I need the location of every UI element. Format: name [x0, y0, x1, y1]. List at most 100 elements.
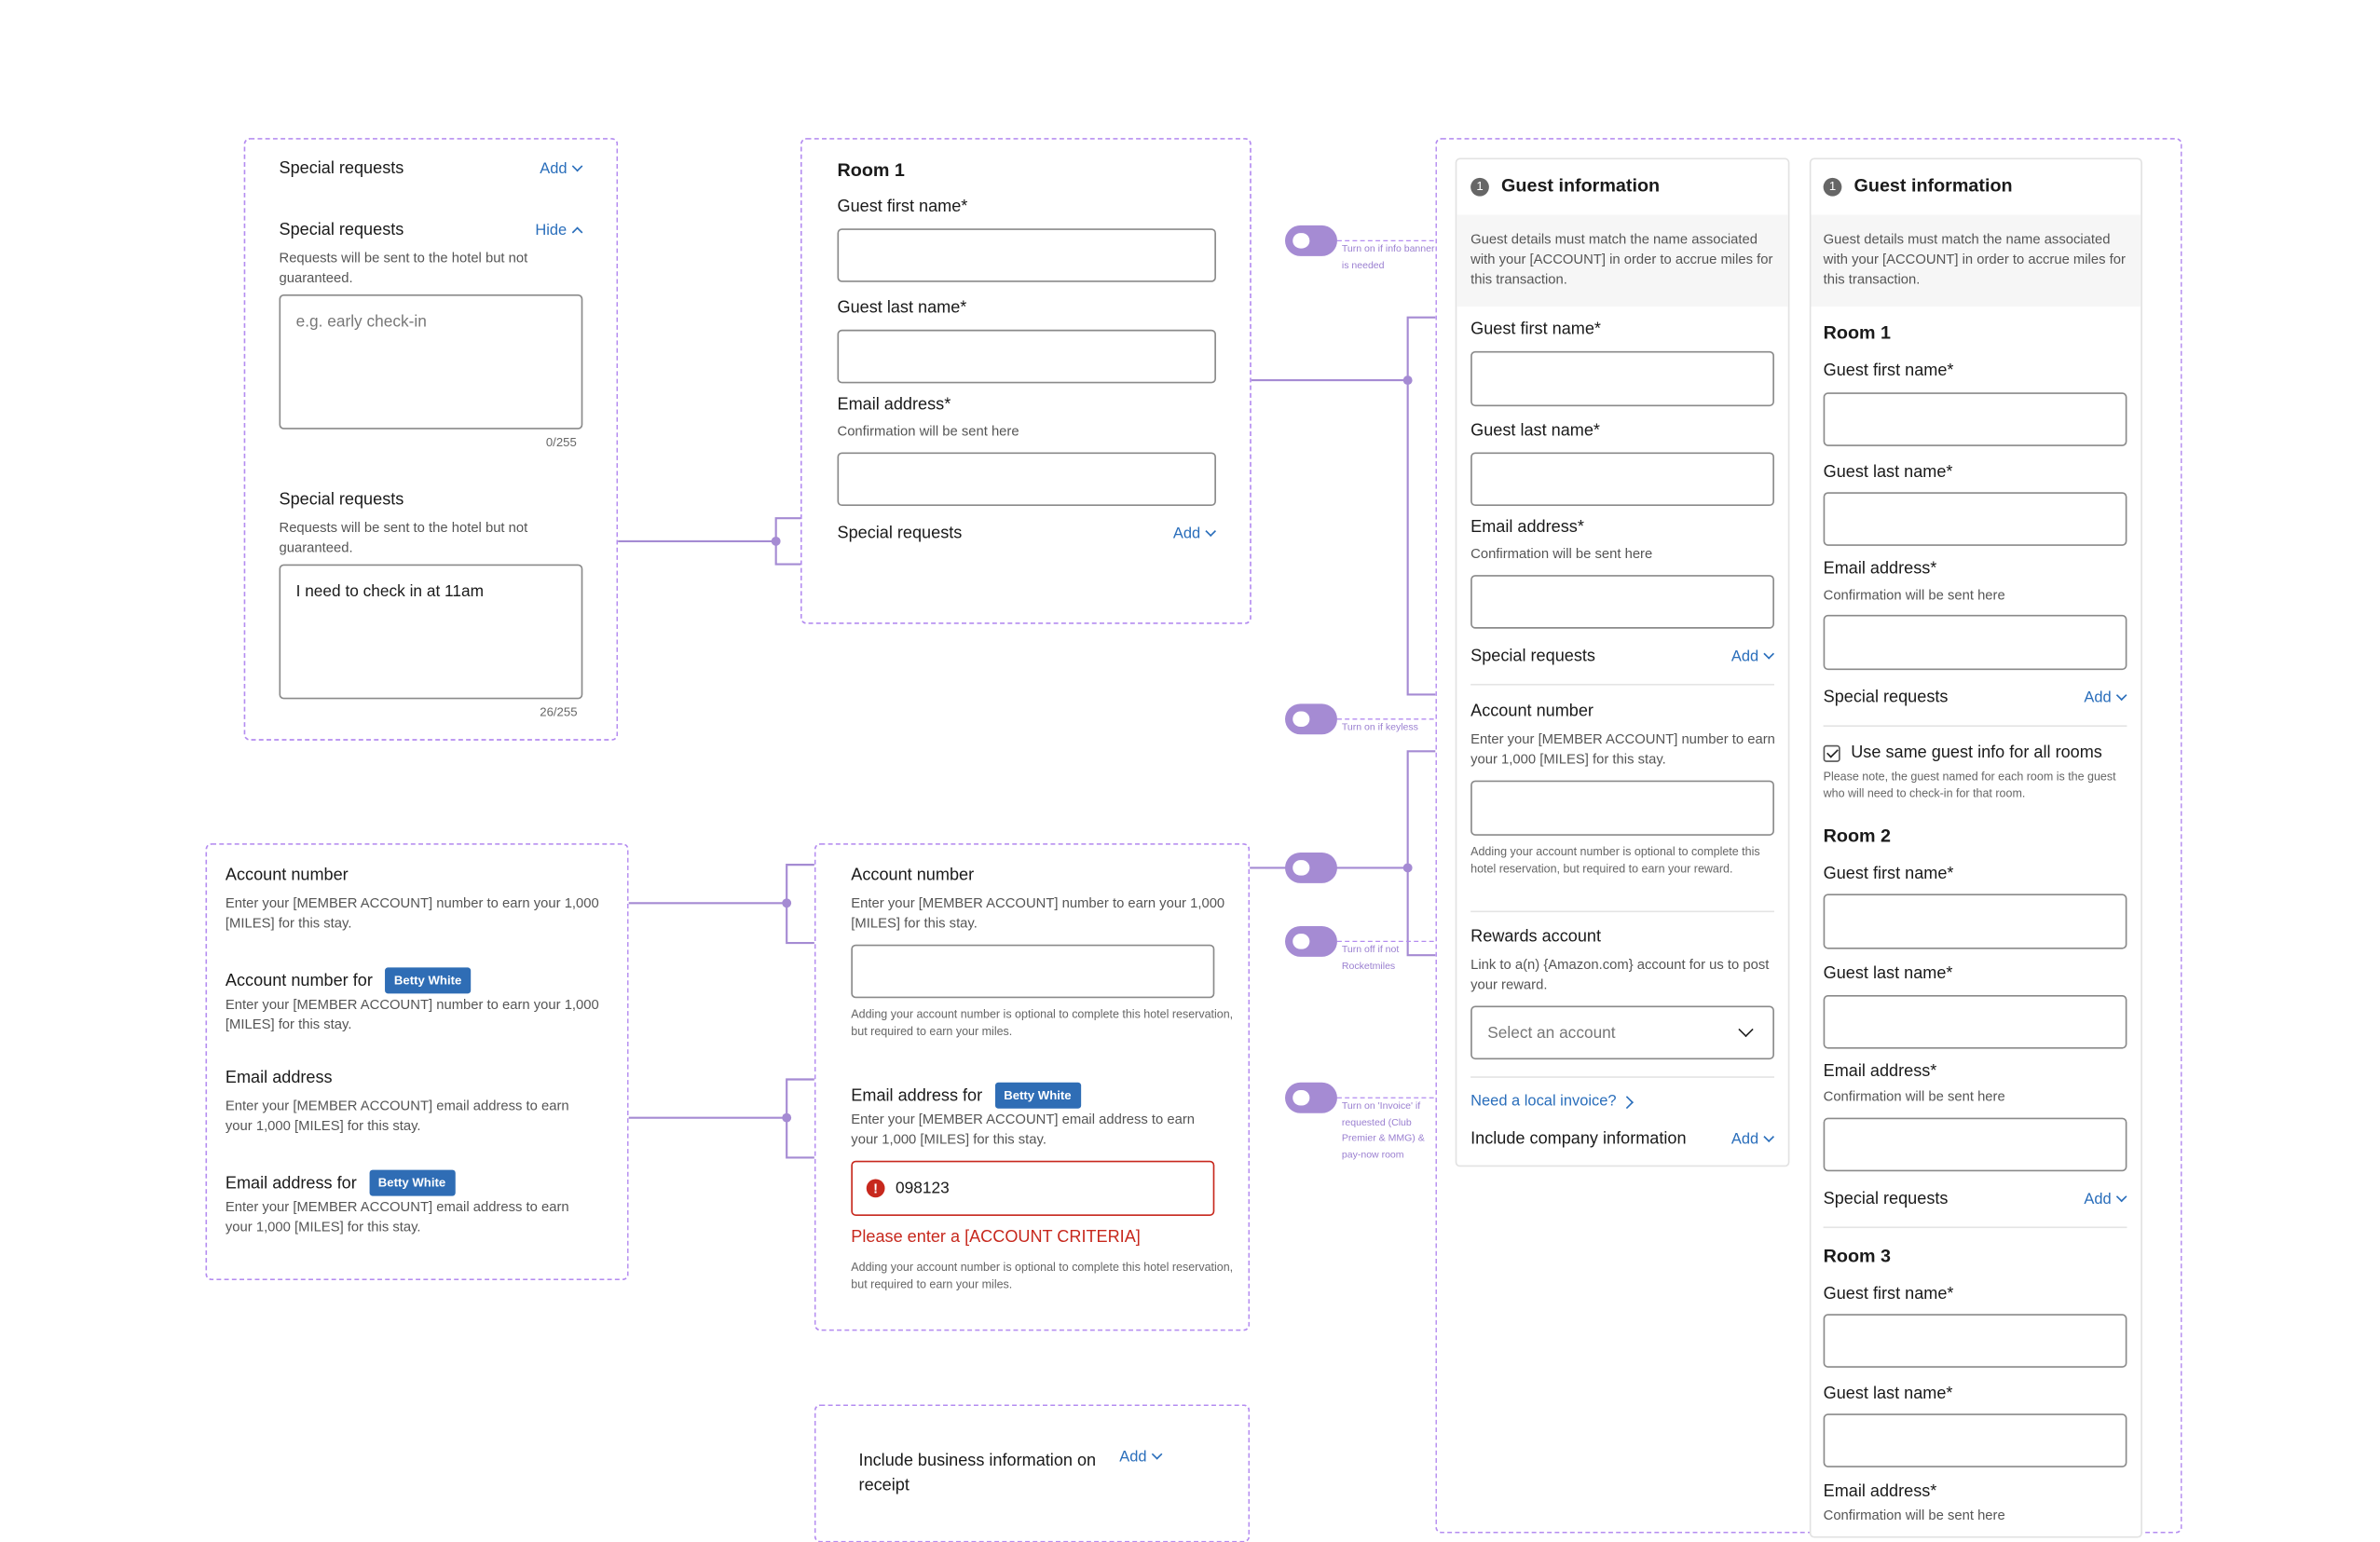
account-number-input[interactable]: [851, 944, 1215, 999]
email-label: Email address*: [1823, 1482, 1937, 1502]
email-address-label: Email address: [225, 1068, 333, 1087]
last-name-label: Guest last name*: [1823, 964, 1953, 983]
toggle-note: Turn on if keyless: [1341, 722, 1418, 733]
account-number-label: Account number: [1470, 702, 1594, 721]
toggle-rewards-account[interactable]: [1285, 925, 1337, 957]
first-name-input[interactable]: [837, 228, 1216, 282]
account-number-helper: Adding your account number is optional t…: [851, 1260, 1234, 1290]
connector-dot: [782, 898, 792, 908]
add-special-requests-button[interactable]: Add: [540, 159, 583, 179]
same-info-label: Use same guest info for all rooms: [1851, 744, 2102, 762]
first-name-input[interactable]: [1823, 1314, 2127, 1368]
guest-name-tag: Betty White: [368, 1169, 456, 1196]
same-info-checkbox[interactable]: [1823, 744, 1840, 762]
first-name-input[interactable]: [1823, 392, 2127, 446]
select-placeholder: Select an account: [1487, 1024, 1616, 1044]
add-business-info-button[interactable]: Add: [1119, 1447, 1163, 1467]
special-requests-label: Special requests: [279, 490, 404, 510]
email-helper: Confirmation will be sent here: [1823, 1507, 2005, 1523]
add-company-info-button[interactable]: Add: [1731, 1130, 1774, 1150]
first-name-label: Guest first name*: [1470, 320, 1601, 339]
email-label: Email address*: [837, 395, 951, 415]
special-requests-label: Special requests: [279, 159, 404, 178]
special-requests-variants: [243, 138, 619, 741]
add-special-requests-button[interactable]: Add: [2084, 689, 2127, 708]
add-special-requests-button[interactable]: Add: [2084, 1190, 2127, 1209]
email-input[interactable]: [1823, 1117, 2127, 1172]
toggle-note: Turn on 'Invoice' if requested (Club Pre…: [1341, 1100, 1425, 1160]
first-name-input[interactable]: [1470, 350, 1774, 407]
toggle-note: Turn on if info banner is needed: [1341, 243, 1435, 271]
account-number-input[interactable]: [1470, 780, 1774, 836]
toggle-note: Turn off if not Rocketmiles: [1341, 944, 1400, 972]
divider: [1470, 1076, 1774, 1078]
info-banner: [1457, 214, 1788, 307]
local-invoice-link[interactable]: Need a local invoice?: [1470, 1092, 1634, 1112]
email-input[interactable]: [1823, 614, 2127, 671]
special-requests-label: Special requests: [1823, 688, 1949, 707]
first-name-label: Guest first name*: [1823, 362, 1954, 381]
info-banner-text: Guest details must match the name associ…: [1823, 231, 2126, 287]
email-helper: Confirmation will be sent here: [1470, 545, 1653, 562]
account-number-desc: Enter your [MEMBER ACCOUNT] number to ea…: [851, 895, 1225, 931]
toggle-info-banner[interactable]: [1285, 225, 1337, 256]
email-input-error[interactable]: ! 098123: [851, 1160, 1215, 1216]
last-name-label: Guest last name*: [1823, 1384, 1953, 1403]
same-info-note: Please note, the guest named for each ro…: [1823, 770, 2116, 800]
guest-name-tag: Betty White: [994, 1082, 1081, 1109]
textarea-value: I need to check in at 11am: [295, 582, 485, 602]
first-name-input[interactable]: [1823, 894, 2127, 949]
add-special-requests-button[interactable]: Add: [1173, 525, 1216, 544]
account-label-variants: [205, 843, 629, 1281]
add-special-requests-button[interactable]: Add: [1731, 647, 1774, 666]
special-requests-textarea[interactable]: e.g. early check-in: [279, 293, 583, 430]
toggle-invoice[interactable]: [1285, 1082, 1337, 1113]
email-label: Email address*: [1823, 559, 1937, 579]
account-number-desc: Enter your [MEMBER ACCOUNT] number to ea…: [225, 895, 599, 931]
last-name-input[interactable]: [1470, 452, 1774, 507]
connector-dot: [1402, 863, 1413, 873]
chevron-down-icon: [1205, 525, 1216, 538]
account-number-desc: Enter your [MEMBER ACCOUNT] number to ea…: [1470, 730, 1775, 767]
email-address-desc: Enter your [MEMBER ACCOUNT] email addres…: [225, 1198, 569, 1235]
step-number-icon: 1: [1823, 177, 1842, 197]
email-helper: Confirmation will be sent here: [1823, 587, 2005, 603]
last-name-input[interactable]: [1823, 492, 2127, 546]
account-number-helper: Adding your account number is optional t…: [1470, 844, 1760, 875]
chevron-down-icon: [571, 160, 583, 172]
rewards-account-select[interactable]: Select an account: [1470, 1005, 1774, 1060]
email-address-desc: Enter your [MEMBER ACCOUNT] email addres…: [225, 1098, 569, 1134]
email-input[interactable]: [1470, 575, 1774, 629]
last-name-label: Guest last name*: [1470, 421, 1600, 441]
connector-dot: [782, 1112, 792, 1123]
account-fields-box: [814, 843, 1251, 1331]
account-number-desc: Enter your [MEMBER ACCOUNT] number to ea…: [225, 996, 599, 1032]
first-name-label: Guest first name*: [1823, 865, 1954, 883]
special-requests-textarea[interactable]: I need to check in at 11am: [279, 564, 583, 700]
toggle-account-number[interactable]: [1285, 852, 1337, 883]
business-info-label: Include business information on receipt: [858, 1452, 1097, 1495]
chevron-down-icon: [1763, 648, 1774, 660]
account-number-label: Account number: [225, 866, 349, 885]
room-title: Room 1: [837, 159, 905, 182]
last-name-input[interactable]: [1823, 1413, 2127, 1467]
last-name-input[interactable]: [837, 329, 1216, 384]
toggle-keyless[interactable]: [1285, 703, 1337, 735]
special-requests-helper: Requests will be sent to the hotel but n…: [279, 250, 528, 286]
email-address-desc: Enter your [MEMBER ACCOUNT] email addres…: [851, 1112, 1196, 1147]
hide-special-requests-button[interactable]: Hide: [535, 221, 582, 240]
account-number-helper: Adding your account number is optional t…: [851, 1007, 1234, 1038]
email-input[interactable]: [837, 452, 1216, 507]
error-message: Please enter a [ACCOUNT CRITERIA]: [851, 1228, 1141, 1247]
last-name-input[interactable]: [1823, 994, 2127, 1049]
connector-lines: [618, 239, 1436, 1159]
room-form-box: [800, 138, 1252, 624]
guest-information-panel: [1455, 157, 1790, 1167]
last-name-label: Guest last name*: [837, 298, 967, 318]
step-number-icon: 1: [1470, 177, 1489, 197]
chevron-up-icon: [571, 226, 582, 239]
room-title: Room 2: [1823, 825, 1892, 847]
